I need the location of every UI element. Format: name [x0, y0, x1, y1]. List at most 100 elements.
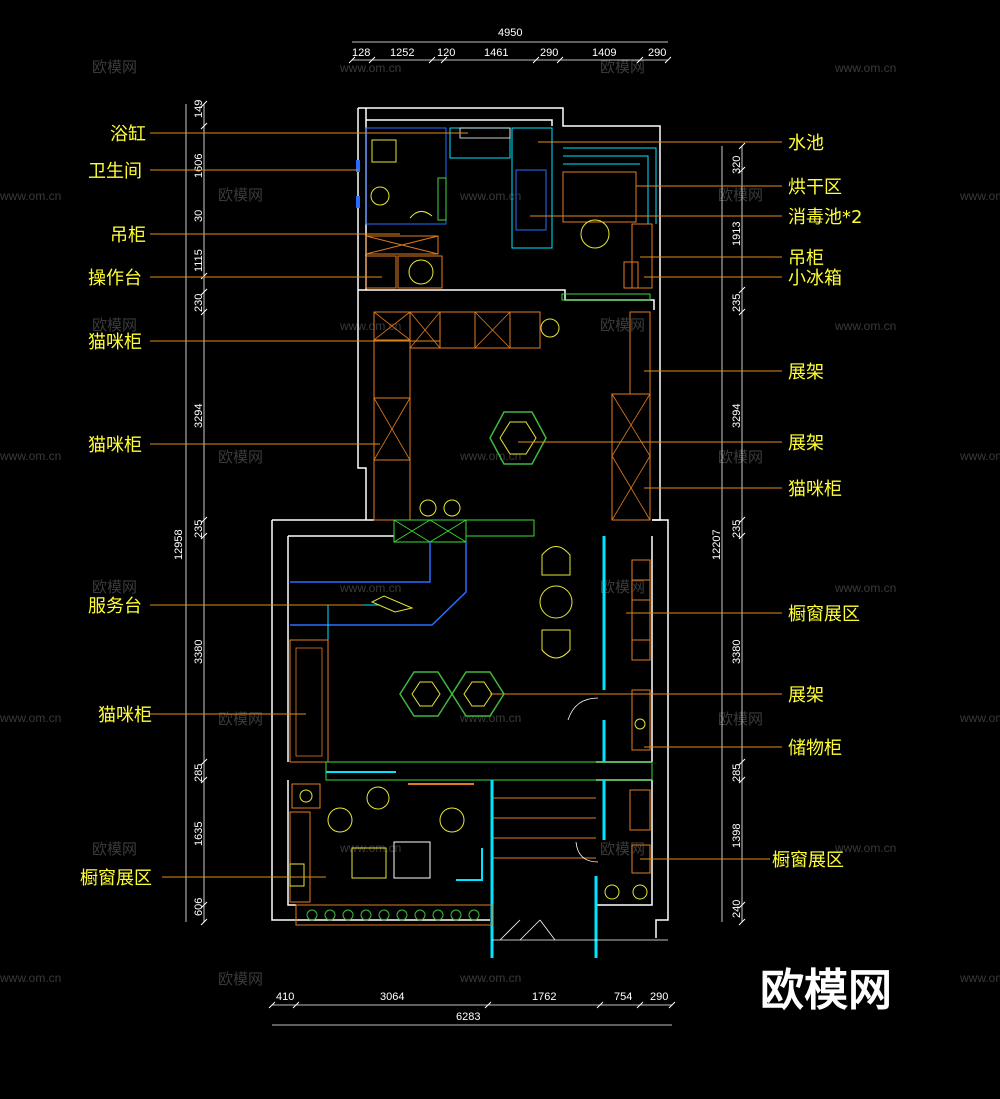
leader-lines: [150, 132, 782, 878]
brand-logo: 欧模网: [760, 965, 892, 1016]
wall-cabinet-right: [631, 223, 653, 289]
dimension-tick: [348, 56, 356, 64]
window-display-right: [629, 789, 651, 831]
dimension-tick: [738, 776, 746, 784]
shelf-dividers: [632, 579, 650, 641]
plant-icon: [540, 318, 560, 338]
watermark-url: www.om.cn: [339, 581, 401, 595]
dim-right-total: 12207: [711, 529, 723, 560]
dimension-tick: [268, 1001, 276, 1009]
dim-top-value: 120: [437, 47, 455, 59]
service-counter: [290, 542, 467, 626]
dimension-tick: [200, 776, 208, 784]
bath-door: [437, 177, 447, 221]
dim-bottom-value: 3064: [380, 991, 404, 1003]
wall-lower-left: [271, 520, 490, 921]
window-mark: [356, 160, 360, 172]
watermark-url: www.om.cn: [834, 581, 896, 595]
wall-cabinet-cross: [365, 235, 439, 255]
label-bathtub: 浴缸: [110, 123, 146, 145]
dimension-tick: [484, 1001, 492, 1009]
round-table-icon: [539, 585, 573, 619]
dim-left-value: 235: [193, 520, 205, 538]
wall-bath-top: [366, 119, 553, 126]
watermark-text: 欧模网: [718, 448, 763, 466]
cat-cabinet-right: [611, 393, 651, 521]
cabinet-crosses: [611, 393, 651, 521]
dryer-outline: [563, 147, 657, 224]
dryer-zone: [562, 171, 637, 223]
hex-display-inner: [499, 421, 537, 455]
dimension-tick: [738, 166, 746, 174]
watermark-text: 欧模网: [92, 840, 137, 858]
kitchen-area: [365, 127, 657, 301]
main-hall: [289, 519, 653, 781]
dimension-tick: [738, 918, 746, 926]
watermark-url: www.om.cn: [834, 841, 896, 855]
dimension-tick: [428, 56, 436, 64]
wall-left-upper: [357, 108, 367, 520]
planter-icon: [306, 909, 318, 921]
table-icon: [393, 841, 431, 879]
worktop: [397, 255, 443, 289]
dimension-tick: [738, 758, 746, 766]
dim-top-value: 1409: [592, 47, 616, 59]
dim-left-value: 1606: [193, 154, 205, 178]
dim-left-value: 3380: [193, 640, 205, 664]
watermark-url: www.om.cn: [339, 61, 401, 75]
watermark-text: 欧模网: [218, 448, 263, 466]
sliding-door: [561, 293, 651, 301]
dim-right-value: 235: [731, 294, 743, 312]
watermark-text: 欧模网: [718, 186, 763, 204]
watermark-text: 欧模网: [600, 58, 645, 76]
dimension-tick: [440, 56, 448, 64]
bathroom: [356, 127, 447, 225]
dimension-tick: [200, 758, 208, 766]
dim-right-value: 3294: [731, 404, 743, 428]
display-item: [289, 863, 305, 887]
dim-left-value: 285: [193, 764, 205, 782]
dim-right-value: 240: [731, 900, 743, 918]
label-cat-cabinet: 猫咪柜: [98, 705, 152, 726]
dimension-tick: [200, 272, 208, 280]
label-window-display: 橱窗展区: [788, 604, 860, 625]
watermark-url: www.om.cn: [339, 319, 401, 333]
entrance-door: [499, 919, 556, 941]
fridge: [623, 261, 639, 289]
watermark-url: www.om.cn: [459, 449, 521, 463]
dimension-tick: [200, 122, 208, 130]
stool-icon: [439, 807, 465, 833]
label-restroom: 卫生间: [88, 161, 142, 182]
labels-left: 浴缸 卫生间 吊柜 操作台 猫咪柜 猫咪柜 服务台 猫咪柜 橱窗展区: [80, 123, 152, 889]
hex-display-shelf: [399, 671, 453, 717]
washbasin-icon: [370, 186, 390, 206]
worktop: [365, 255, 397, 289]
counter-equipment: [370, 595, 414, 613]
dimension-tick: [200, 516, 208, 524]
chair-icon: [541, 629, 571, 659]
dim-left-values: 149 1606 30 1115 230 3294 235 3380 285 1…: [193, 100, 205, 916]
dim-right-value: 1398: [731, 824, 743, 848]
cat-cabinet-lower: [289, 639, 329, 763]
dimension-tick: [532, 56, 540, 64]
watermark-url: www.om.cn: [959, 449, 1000, 463]
dim-left-value: 1635: [193, 822, 205, 846]
label-dryer-zone: 烘干区: [788, 177, 842, 198]
dimension-tick: [200, 288, 208, 296]
hex-display-inner: [411, 681, 441, 707]
door-swing: [575, 841, 599, 863]
dim-bottom-value: 290: [650, 991, 668, 1003]
watermark-url: www.om.cn: [0, 449, 61, 463]
watermark-text: 欧模网: [718, 710, 763, 728]
dim-bottom-total: 6283: [456, 1011, 480, 1023]
cat-room: [373, 311, 651, 521]
watermark-url: www.om.cn: [0, 711, 61, 725]
label-window-display: 橱窗展区: [772, 850, 844, 871]
dimension-tick: [738, 142, 746, 150]
plant-icon: [419, 499, 437, 517]
dimension-tick: [738, 532, 746, 540]
planter-icon: [414, 909, 426, 921]
dimension-tick: [596, 1001, 604, 1009]
dimension-tick: [200, 532, 208, 540]
label-disinfect-pool: 消毒池*2: [788, 207, 862, 228]
